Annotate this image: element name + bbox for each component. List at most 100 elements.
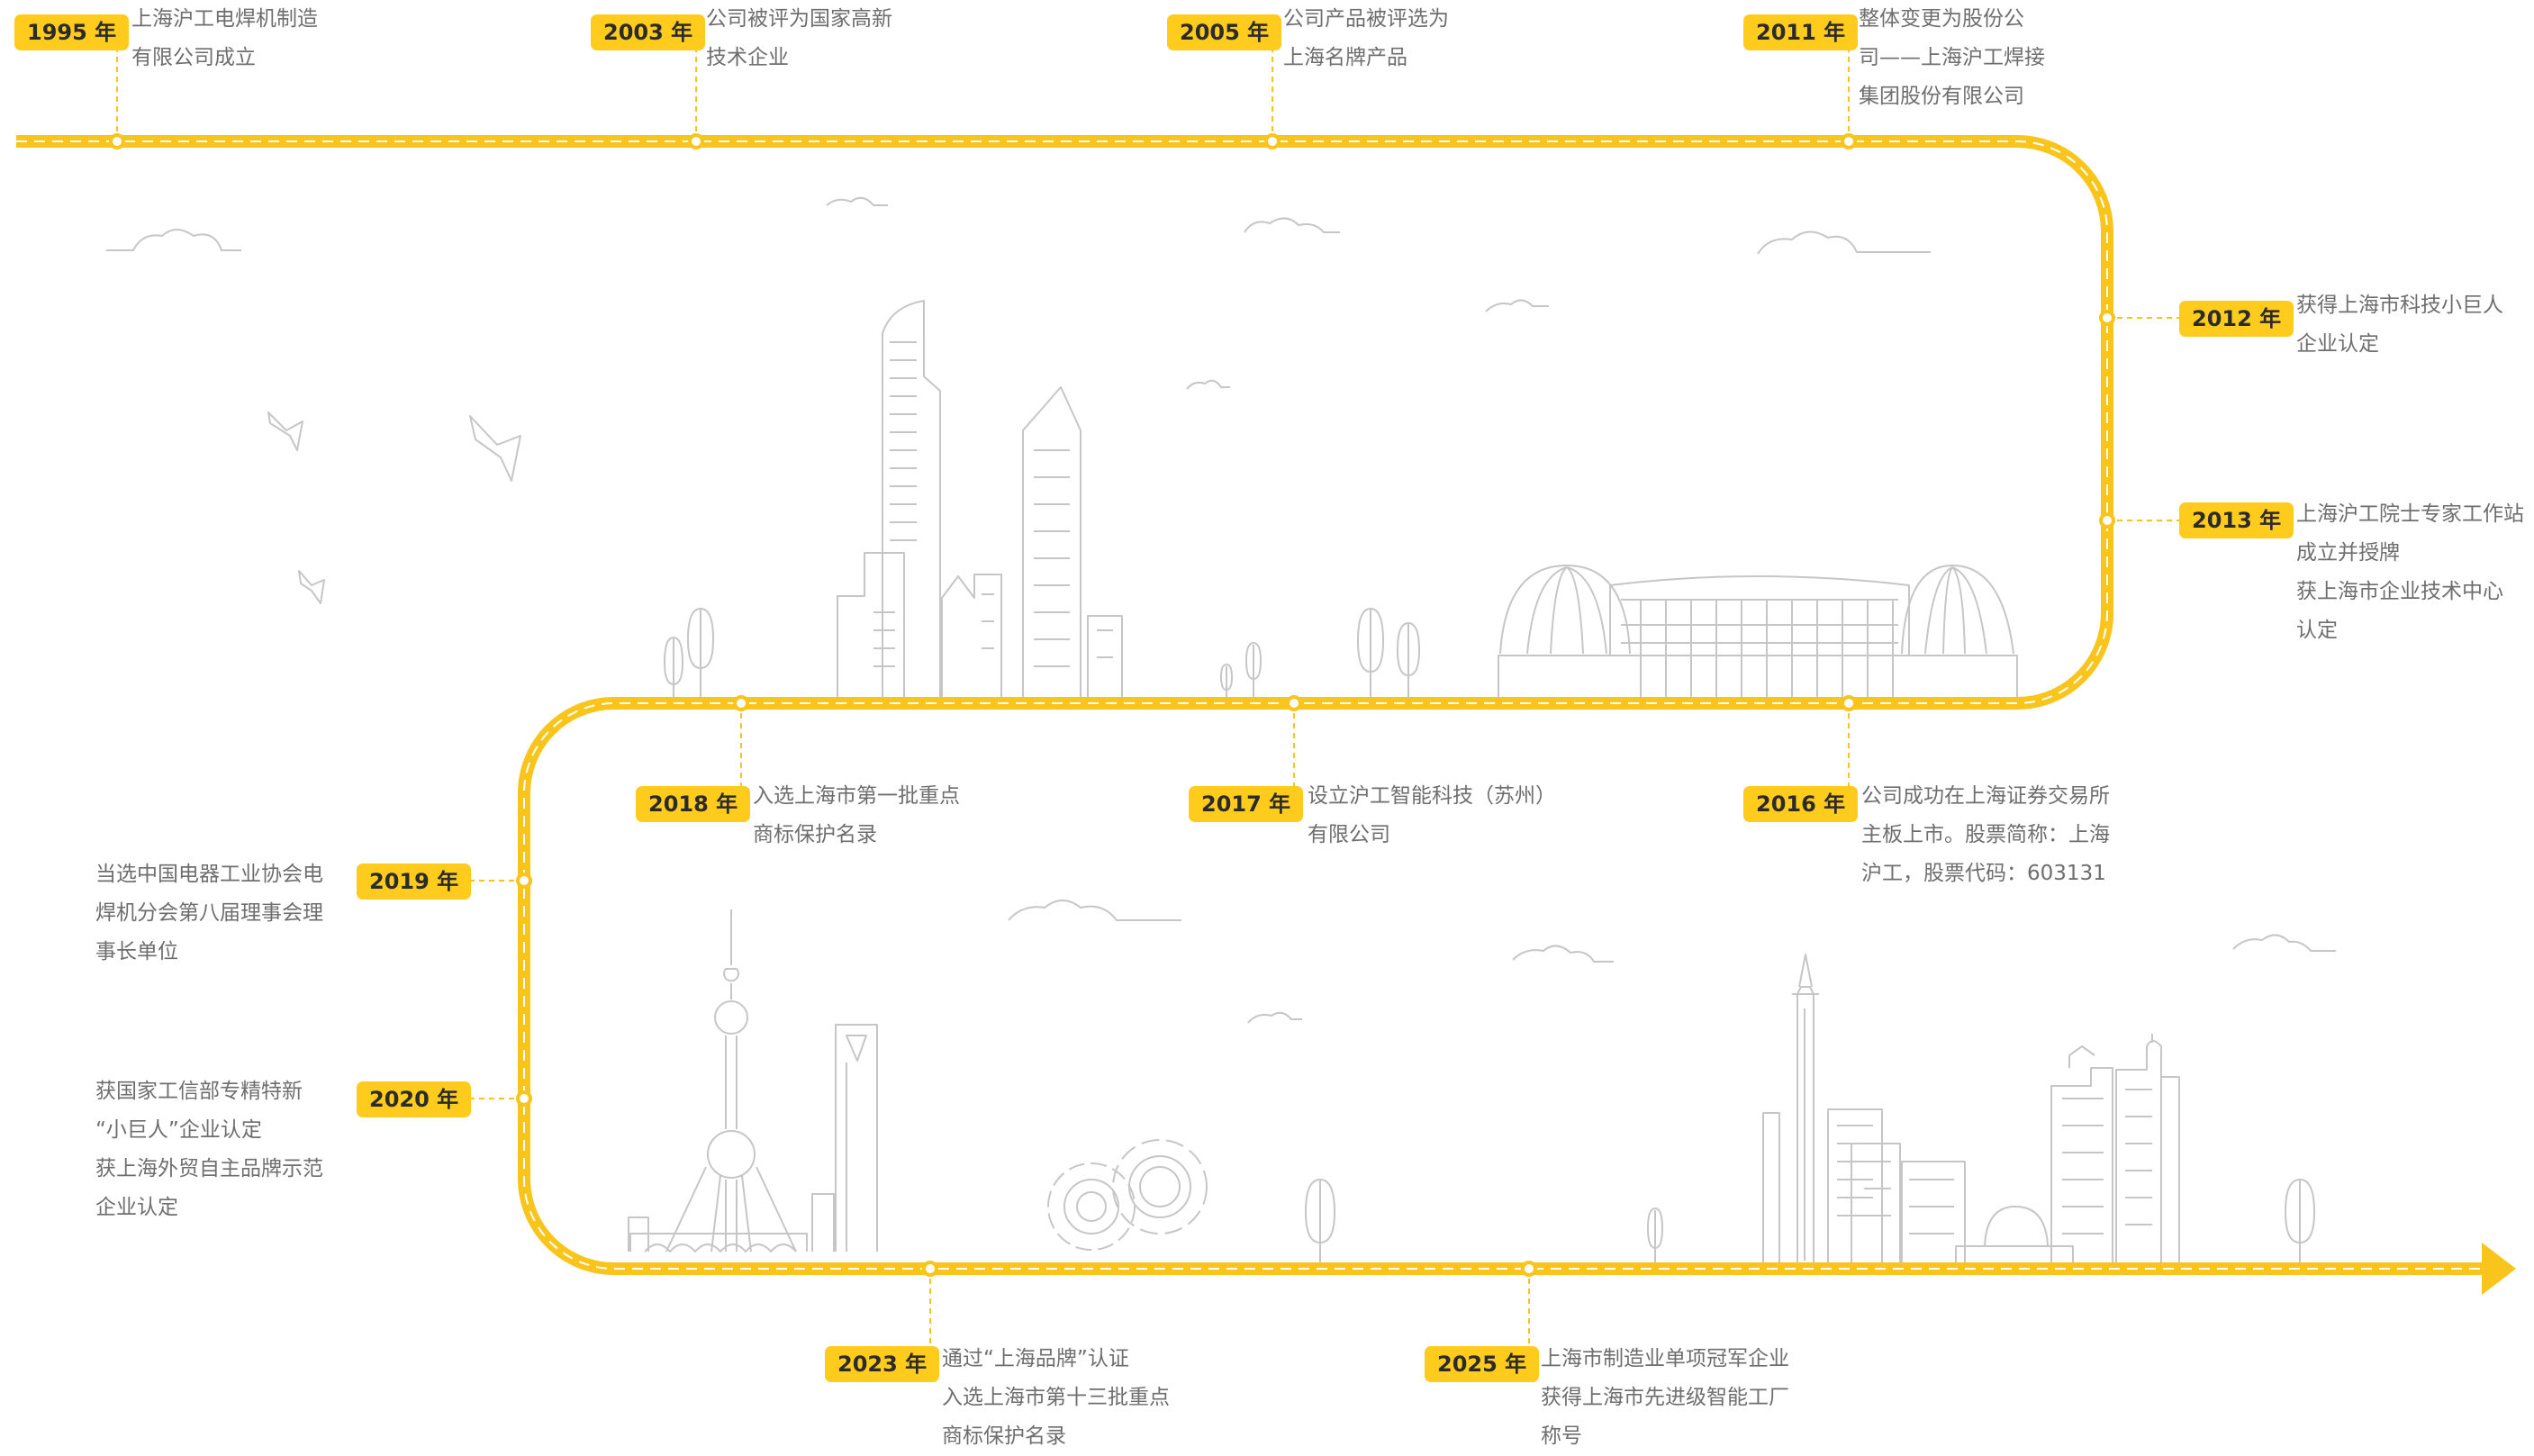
milestone-description-line: 技术企业 [706, 46, 789, 69]
cloud-icon [1512, 945, 1614, 963]
milestone-node [109, 133, 125, 149]
milestone-description: 公司成功在上海证券交易所主板上市。股票简称：上海沪工，股票代码：603131 [1861, 777, 2110, 893]
stadium-hall [1498, 575, 2018, 701]
milestone-node [733, 695, 749, 711]
milestone-description-line: 获上海市企业技术中心 [2296, 580, 2503, 603]
year-badge: 2018 年 [636, 786, 751, 822]
milestone-description-line: 事长单位 [95, 940, 178, 963]
milestone-node [1841, 133, 1857, 149]
milestone-description-line: 司——上海沪工焊接 [1859, 46, 2045, 69]
year-badge: 2011 年 [1743, 14, 1859, 50]
milestone-description-line: 称号 [1541, 1424, 1582, 1448]
oriental-pearl-tower [665, 909, 797, 1253]
milestone-description-line: 焊机分会第八届理事会理 [95, 901, 323, 925]
building [2115, 1034, 2162, 1266]
cloud-icon [106, 229, 241, 251]
building [1762, 1108, 1966, 1266]
tower-building [1792, 954, 1819, 1266]
milestone-description-line: 入选上海市第十三批重点 [942, 1386, 1170, 1409]
tree-icon [664, 637, 683, 701]
milestone-description-line: 入选上海市第一批重点 [753, 784, 960, 808]
milestone-description: 获得上海市科技小巨人企业认定 [2296, 286, 2503, 364]
milestone-description: 公司被评为国家高新技术企业 [706, 0, 892, 77]
tree-icon [1245, 642, 1262, 701]
milestone-node [1286, 695, 1302, 711]
milestone-description-line: 企业认定 [95, 1196, 178, 1219]
milestone-description-line: 上海沪工院士专家工作站 [2296, 502, 2524, 526]
tree-icon [1220, 664, 1233, 701]
milestone-description-line: 上海市制造业单项冠军企业 [1541, 1347, 1789, 1370]
building [811, 1193, 835, 1252]
dome-left [1499, 565, 1631, 655]
tree-icon [1647, 1207, 1663, 1266]
window-grid [1804, 1008, 2152, 1261]
tree-icon [1305, 1179, 1335, 1266]
milestone-description: 当选中国电器工业协会电焊机分会第八届理事会理事长单位 [95, 855, 323, 972]
milestone-description: 入选上海市第一批重点商标保护名录 [753, 777, 960, 855]
milestone-description-line: 主板上市。股票简称：上海 [1861, 823, 2110, 846]
milestone-description-line: 获国家工信部专精特新 [95, 1080, 303, 1103]
cloud-icon [1186, 379, 1230, 390]
financial-center [835, 1024, 878, 1252]
milestone-node [1264, 133, 1281, 149]
milestone-node [1521, 1261, 1537, 1277]
milestone-description-line: 商标保护名录 [942, 1424, 1066, 1448]
milestone-description-line: 企业认定 [2296, 332, 2379, 356]
milestone-description-line: 商标保护名录 [753, 823, 877, 846]
tower-building [1022, 386, 1081, 701]
cloud-icon [2232, 934, 2336, 952]
milestone-node [1841, 695, 1857, 711]
tower-building [882, 300, 941, 701]
window-grid [873, 341, 1113, 667]
cloud-icon [1485, 299, 1549, 312]
milestone-description: 获国家工信部专精特新“小巨人”企业认定获上海外贸自主品牌示范企业认定 [95, 1072, 323, 1227]
year-badge: 2012 年 [2179, 301, 2294, 337]
building [2160, 1076, 2180, 1266]
milestone-description-line: 上海名牌产品 [1283, 46, 1407, 69]
cloud-icon [826, 196, 888, 206]
window-grid [1621, 599, 1898, 701]
building [1087, 615, 1123, 701]
milestone-description-line: 有限公司 [1308, 823, 1390, 846]
year-badge: 2017 年 [1189, 786, 1304, 822]
milestone-description-line: 认定 [2296, 619, 2338, 642]
tree-icon [1357, 608, 1384, 701]
tree-icon [2285, 1179, 2315, 1266]
building [941, 574, 1002, 701]
milestone-description: 上海沪工院士专家工作站成立并授牌获上海市企业技术中心认定 [2296, 495, 2524, 650]
milestone-description-line: 公司被评为国家高新 [706, 7, 892, 31]
year-badge: 2023 年 [825, 1346, 940, 1382]
bird-icon [298, 570, 325, 604]
milestone-description-line: 集团股份有限公司 [1859, 85, 2024, 108]
year-badge: 2013 年 [2179, 502, 2294, 538]
milestone-node [516, 873, 532, 889]
cloud-icon [1247, 1011, 1302, 1024]
bridge [629, 1233, 808, 1253]
milestone-description-line: 获上海外贸自主品牌示范 [95, 1157, 323, 1180]
milestone-description-line: 成立并授牌 [2296, 541, 2400, 565]
year-badge: 2005 年 [1167, 14, 1282, 50]
milestone-description: 上海沪工电焊机制造有限公司成立 [131, 0, 318, 77]
milestone-description: 公司产品被评选为上海名牌产品 [1283, 0, 1449, 77]
building [2050, 1045, 2113, 1266]
year-badge: 2016 年 [1743, 786, 1859, 822]
year-badge: 2019 年 [357, 864, 472, 900]
tree-icon [687, 608, 714, 701]
tree-icon [1397, 622, 1420, 701]
milestone-description-line: 整体变更为股份公 [1859, 7, 2024, 31]
milestone-node [688, 133, 704, 149]
milestone-description-line: 当选中国电器工业协会电 [95, 863, 323, 886]
year-badge: 2003 年 [591, 14, 706, 50]
milestone-description: 整体变更为股份公司——上海沪工焊接集团股份有限公司 [1859, 0, 2045, 116]
year-badge: 2020 年 [357, 1081, 472, 1117]
milestone-node [2099, 310, 2115, 326]
building [837, 552, 905, 701]
milestone-description-line: 获得上海市科技小巨人 [2296, 294, 2503, 317]
milestone-description-line: 获得上海市先进级智能工厂 [1541, 1386, 1789, 1409]
milestone-description-line: 通过“上海品牌”认证 [942, 1347, 1129, 1370]
timeline-track-dash [16, 140, 2482, 1270]
milestone-description-line: 沪工，股票代码：603131 [1861, 862, 2106, 885]
milestone-description: 通过“上海品牌”认证入选上海市第十三批重点商标保护名录 [942, 1340, 1170, 1456]
